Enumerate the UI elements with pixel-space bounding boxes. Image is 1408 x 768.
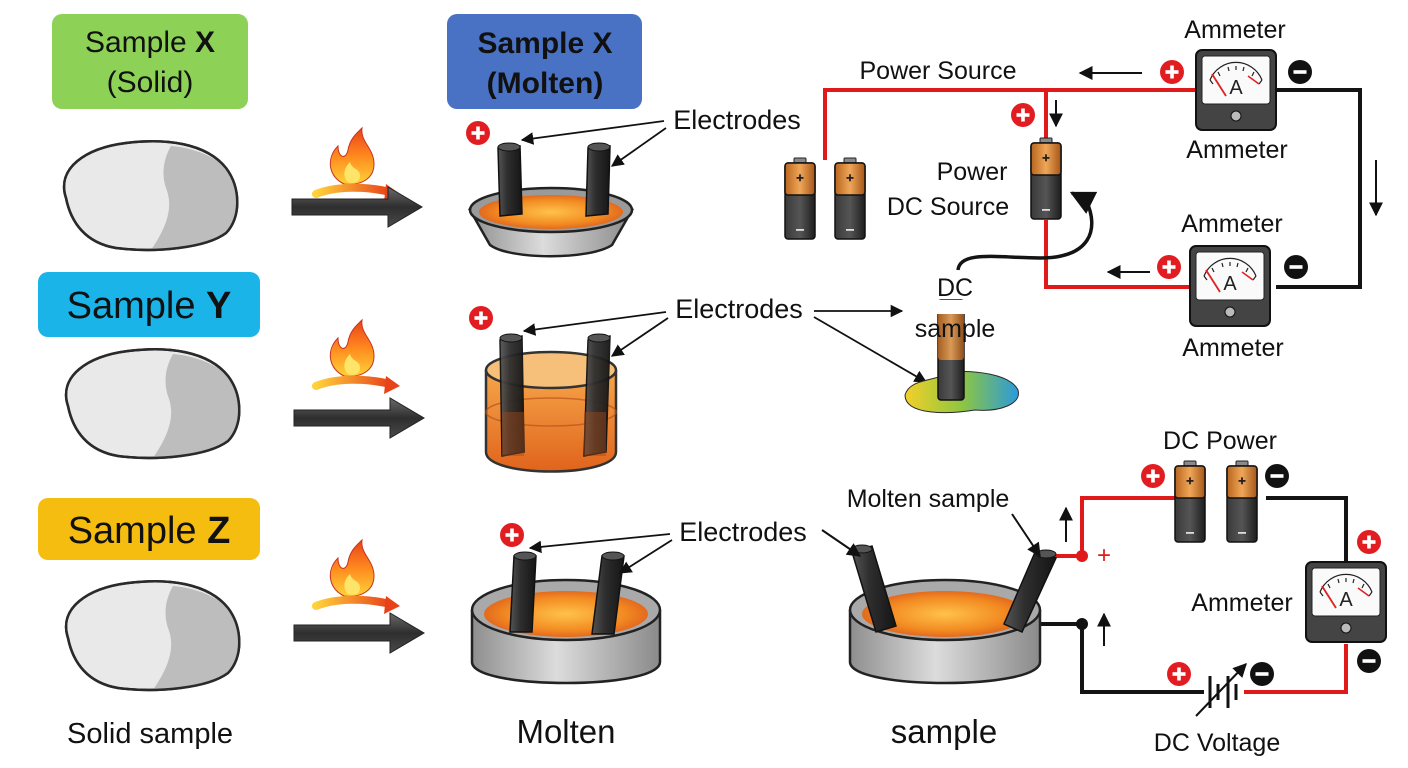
svg-text:A: A	[1223, 273, 1237, 295]
plus-icon	[1157, 255, 1181, 279]
label-ammeter-mid-title: Ammeter	[1181, 210, 1282, 238]
dc-source-battery-icon	[1030, 137, 1062, 220]
battery-icon	[784, 157, 816, 240]
solid-rock-y	[64, 348, 241, 460]
label-electrodes-z: Electrodes	[679, 517, 807, 547]
molten-sample-dish	[848, 544, 1058, 685]
dc-sample-probe	[904, 299, 1019, 413]
label-ammeter-top-title: Ammeter	[1184, 16, 1285, 44]
bottom-circuit-wires	[1040, 496, 1348, 694]
plus-mark: +	[1097, 542, 1111, 569]
sample-y-badge: Sample Y	[38, 272, 260, 337]
svg-text:Sample X: Sample X	[477, 27, 612, 60]
label-dc-sample: sample	[915, 315, 996, 343]
process-arrow-x	[291, 186, 423, 228]
label-dc-source: DC Source	[887, 193, 1009, 221]
svg-text:A: A	[1339, 589, 1353, 611]
svg-text:Sample Z: Sample Z	[68, 510, 231, 552]
label-sample: sample	[891, 713, 997, 750]
label-ammeter-mid-sub: Ammeter	[1182, 334, 1283, 362]
sample-x-molten-badge: Sample X (Molten)	[447, 14, 642, 109]
dc-voltage-source-icon	[1195, 662, 1247, 717]
solid-rock-x	[62, 140, 239, 252]
minus-icon	[1250, 662, 1274, 686]
minus-icon	[1284, 255, 1308, 279]
label-power-source: Power Source	[859, 57, 1016, 85]
svg-text:(Molten): (Molten)	[487, 67, 604, 100]
label-dc-power: DC Power	[1163, 427, 1277, 455]
label-molten-sample: Molten sample	[847, 485, 1010, 513]
plus-icon	[1011, 103, 1035, 127]
plus-icon	[1160, 60, 1184, 84]
top-circuit-wires	[823, 88, 1362, 289]
battery-icon	[834, 157, 866, 240]
plus-icon	[1141, 464, 1165, 488]
solid-rock-z	[64, 580, 241, 692]
molten-dish-z	[470, 551, 662, 685]
minus-icon	[1288, 60, 1312, 84]
molten-dish-x	[467, 142, 635, 258]
battery-icon	[1226, 460, 1258, 543]
heat-flame-icon	[316, 320, 400, 394]
process-arrow-y	[293, 397, 425, 439]
label-electrodes-y: Electrodes	[675, 294, 803, 324]
label-ammeter-top-sub: Ammeter	[1186, 136, 1287, 164]
plus-icon	[469, 306, 493, 330]
ammeter-top-icon: A	[1195, 49, 1277, 131]
plus-icon	[500, 523, 524, 547]
process-arrow-z	[293, 612, 425, 654]
label-dc: DC	[937, 274, 973, 302]
sample-x-solid-subtitle: (Solid)	[107, 66, 194, 99]
svg-text:Sample X: Sample X	[85, 26, 215, 59]
molten-beaker-y	[484, 333, 618, 473]
heat-flame-icon	[316, 128, 400, 202]
plus-icon	[1357, 530, 1381, 554]
sample-x-solid-badge: Sample X (Solid)	[52, 14, 248, 109]
ammeter-bottom-icon: A	[1305, 561, 1387, 643]
label-power: Power	[937, 158, 1008, 186]
svg-text:A: A	[1229, 77, 1243, 99]
label-dc-voltage: DC Voltage	[1154, 729, 1280, 757]
ammeter-mid-icon: A	[1189, 245, 1271, 327]
plus-icon	[466, 121, 490, 145]
minus-icon	[1265, 464, 1289, 488]
battery-icon	[1174, 460, 1206, 543]
svg-text:Sample Y: Sample Y	[67, 285, 232, 327]
minus-icon	[1357, 649, 1381, 673]
label-molten: Molten	[516, 713, 615, 750]
label-solid-sample: Solid sample	[67, 718, 233, 750]
sample-z-badge: Sample Z	[38, 498, 260, 560]
label-ammeter-bottom: Ammeter	[1191, 589, 1292, 617]
heat-flame-icon	[316, 540, 400, 614]
plus-icon	[1167, 662, 1191, 686]
label-electrodes-x: Electrodes	[673, 105, 801, 135]
